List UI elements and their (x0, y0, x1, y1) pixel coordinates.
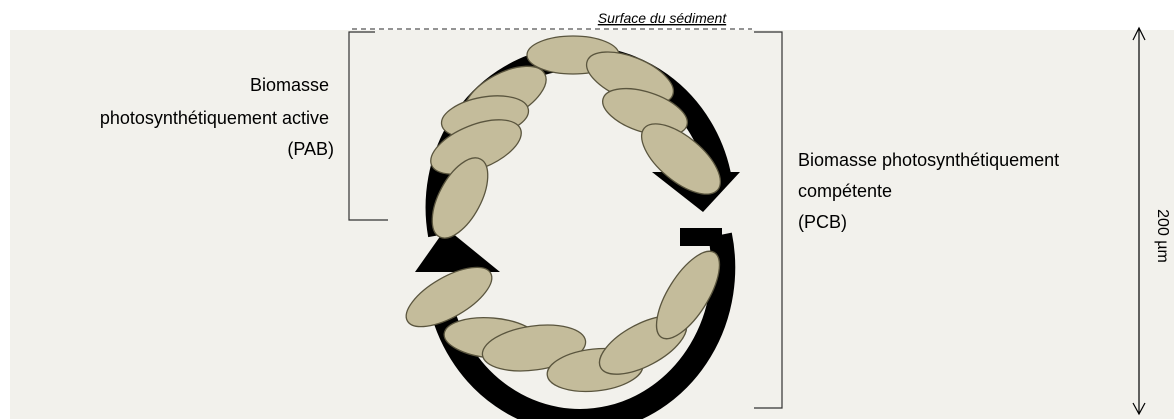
pab-label-line-3: (PAB) (287, 139, 334, 159)
surface-label: Surface du sédiment (598, 10, 728, 26)
depth-label: 200 µm (1154, 209, 1171, 263)
pcb-label-line-3: (PCB) (798, 212, 847, 232)
pcb-label-line-1: Biomasse photosynthétiquement (798, 150, 1059, 170)
pcb-label-line-2: compétente (798, 181, 892, 201)
pab-label-line-2: photosynthétiquement active (100, 108, 329, 128)
pab-label-line-1: Biomasse (250, 75, 329, 95)
arrow-tail-right (680, 228, 722, 246)
